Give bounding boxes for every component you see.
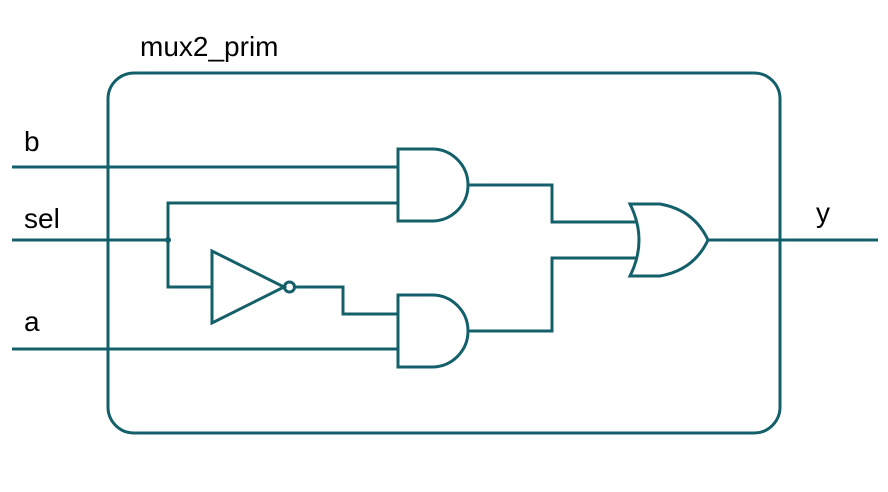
wire-inverter-to-and-bottom [295, 285, 398, 316]
wire-and-bottom-to-or [467, 256, 636, 333]
not-gate-bubble [283, 280, 296, 294]
not-gate [210, 248, 288, 326]
module-title: mux2_prim [140, 31, 278, 62]
port-label-sel: sel [24, 203, 60, 234]
port-label-a: a [24, 306, 40, 337]
wire-and-top-to-or [467, 183, 636, 224]
and-gate-top [396, 147, 470, 223]
or-gate [627, 202, 710, 278]
wire-sel-to-inverter [166, 240, 212, 289]
sel-junction-dot [165, 237, 171, 243]
module-boundary [106, 71, 782, 435]
port-label-b: b [24, 126, 40, 157]
and-gate-bottom [396, 293, 470, 369]
wire-sel-to-and-top [166, 201, 398, 240]
port-label-y: y [816, 197, 830, 228]
